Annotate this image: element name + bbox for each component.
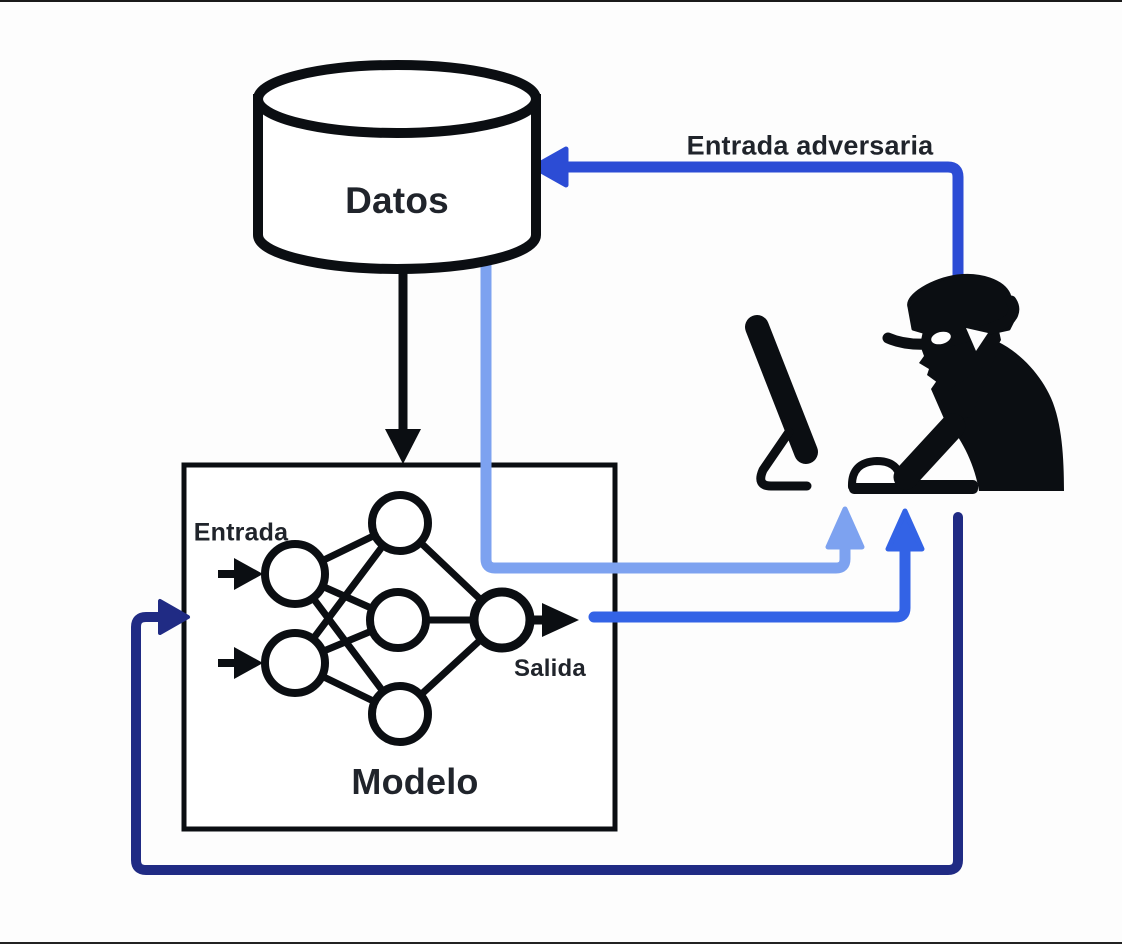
top-border-line: [0, 0, 1122, 2]
spy-eye: [931, 331, 951, 345]
model-output-label: Salida: [514, 655, 586, 682]
spy-arm: [893, 413, 966, 490]
hidden-neuron: [366, 588, 430, 652]
input-neuron: [261, 540, 329, 608]
database-to-model-arrow: [385, 263, 421, 464]
model-output-arrow-head: [531, 603, 579, 637]
model-input-arrow: [218, 558, 263, 590]
model-input-label: Entrada: [193, 518, 289, 547]
spy-hat-crown: [907, 273, 1018, 343]
monitor-icon: [745, 315, 818, 464]
model-output-to-attacker-arrow: [588, 508, 925, 623]
hidden-neuron: [368, 682, 432, 746]
adversarial-input-label: Entrada adversaria: [686, 130, 934, 161]
model-box: [181, 462, 618, 832]
model-input-arrow: [218, 647, 263, 679]
hidden-neuron: [368, 491, 432, 555]
adversarial-input-arrow: [531, 146, 964, 285]
mouse-icon: [847, 457, 906, 491]
spy-at-computer-icon: [745, 273, 1064, 494]
database-label: Datos: [345, 180, 449, 221]
data-tap-arrow: [480, 244, 865, 574]
spy-hat-brim: [882, 295, 1020, 350]
output-neuron: [469, 587, 535, 653]
spy-collar-notch: [966, 328, 988, 351]
bottom-border-line: [0, 942, 1122, 944]
feedback-loop-arrow: [131, 512, 963, 875]
input-neuron: [261, 629, 329, 697]
neural-network-icon: [261, 491, 535, 746]
database-cylinder-icon: [253, 60, 541, 274]
database-top: [253, 60, 541, 138]
monitor-stand: [756, 427, 812, 491]
database-body: [253, 94, 541, 274]
model-label: Modelo: [351, 761, 479, 802]
